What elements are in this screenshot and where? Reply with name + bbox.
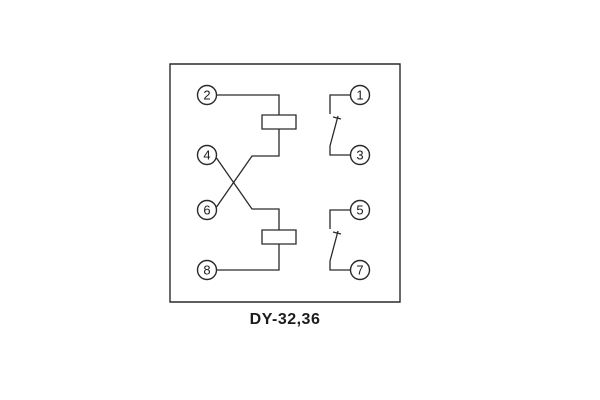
wire-t2-to-coil1 xyxy=(217,95,280,115)
terminal-7: 7 xyxy=(351,261,370,280)
terminal-6: 6 xyxy=(198,201,217,220)
wire-t5-stub xyxy=(330,210,351,229)
terminal-5-circle xyxy=(351,201,370,220)
wire-t3-stub xyxy=(330,146,351,155)
terminal-2: 2 xyxy=(198,86,217,105)
wire-t7-stub xyxy=(330,261,351,270)
terminal-7-label: 7 xyxy=(356,263,363,278)
terminal-8-circle xyxy=(198,261,217,280)
contact-1-tick xyxy=(333,117,341,119)
coil-2 xyxy=(262,230,296,244)
terminal-3-label: 3 xyxy=(356,148,363,163)
terminal-6-circle xyxy=(198,201,217,220)
diagram-caption: DY-32,36 xyxy=(249,311,321,328)
terminal-8-label: 8 xyxy=(203,263,210,278)
terminal-1-circle xyxy=(351,86,370,105)
terminal-4: 4 xyxy=(198,146,217,165)
terminal-2-label: 2 xyxy=(203,88,210,103)
terminal-4-label: 4 xyxy=(203,148,210,163)
terminal-3: 3 xyxy=(351,146,370,165)
contact-2-blade xyxy=(330,231,338,261)
terminal-5-label: 5 xyxy=(356,203,363,218)
terminal-1: 1 xyxy=(351,86,370,105)
contact-1 xyxy=(330,95,351,155)
terminal-2-circle xyxy=(198,86,217,105)
terminal-4-circle xyxy=(198,146,217,165)
wire-t4-to-coil2 xyxy=(217,158,280,230)
contact-2 xyxy=(330,210,351,270)
terminal-8: 8 xyxy=(198,261,217,280)
terminal-1-label: 1 xyxy=(356,88,363,103)
terminal-3-circle xyxy=(351,146,370,165)
outer-border xyxy=(170,64,400,302)
terminal-5: 5 xyxy=(351,201,370,220)
terminal-7-circle xyxy=(351,261,370,280)
wire-coil2-to-t8 xyxy=(217,244,280,270)
contact-2-tick xyxy=(333,232,341,234)
terminal-6-label: 6 xyxy=(203,203,210,218)
coil-1 xyxy=(262,115,296,129)
wire-t1-stub xyxy=(330,95,351,114)
contact-1-blade xyxy=(330,116,338,146)
wire-coil1-to-t6 xyxy=(217,129,280,207)
